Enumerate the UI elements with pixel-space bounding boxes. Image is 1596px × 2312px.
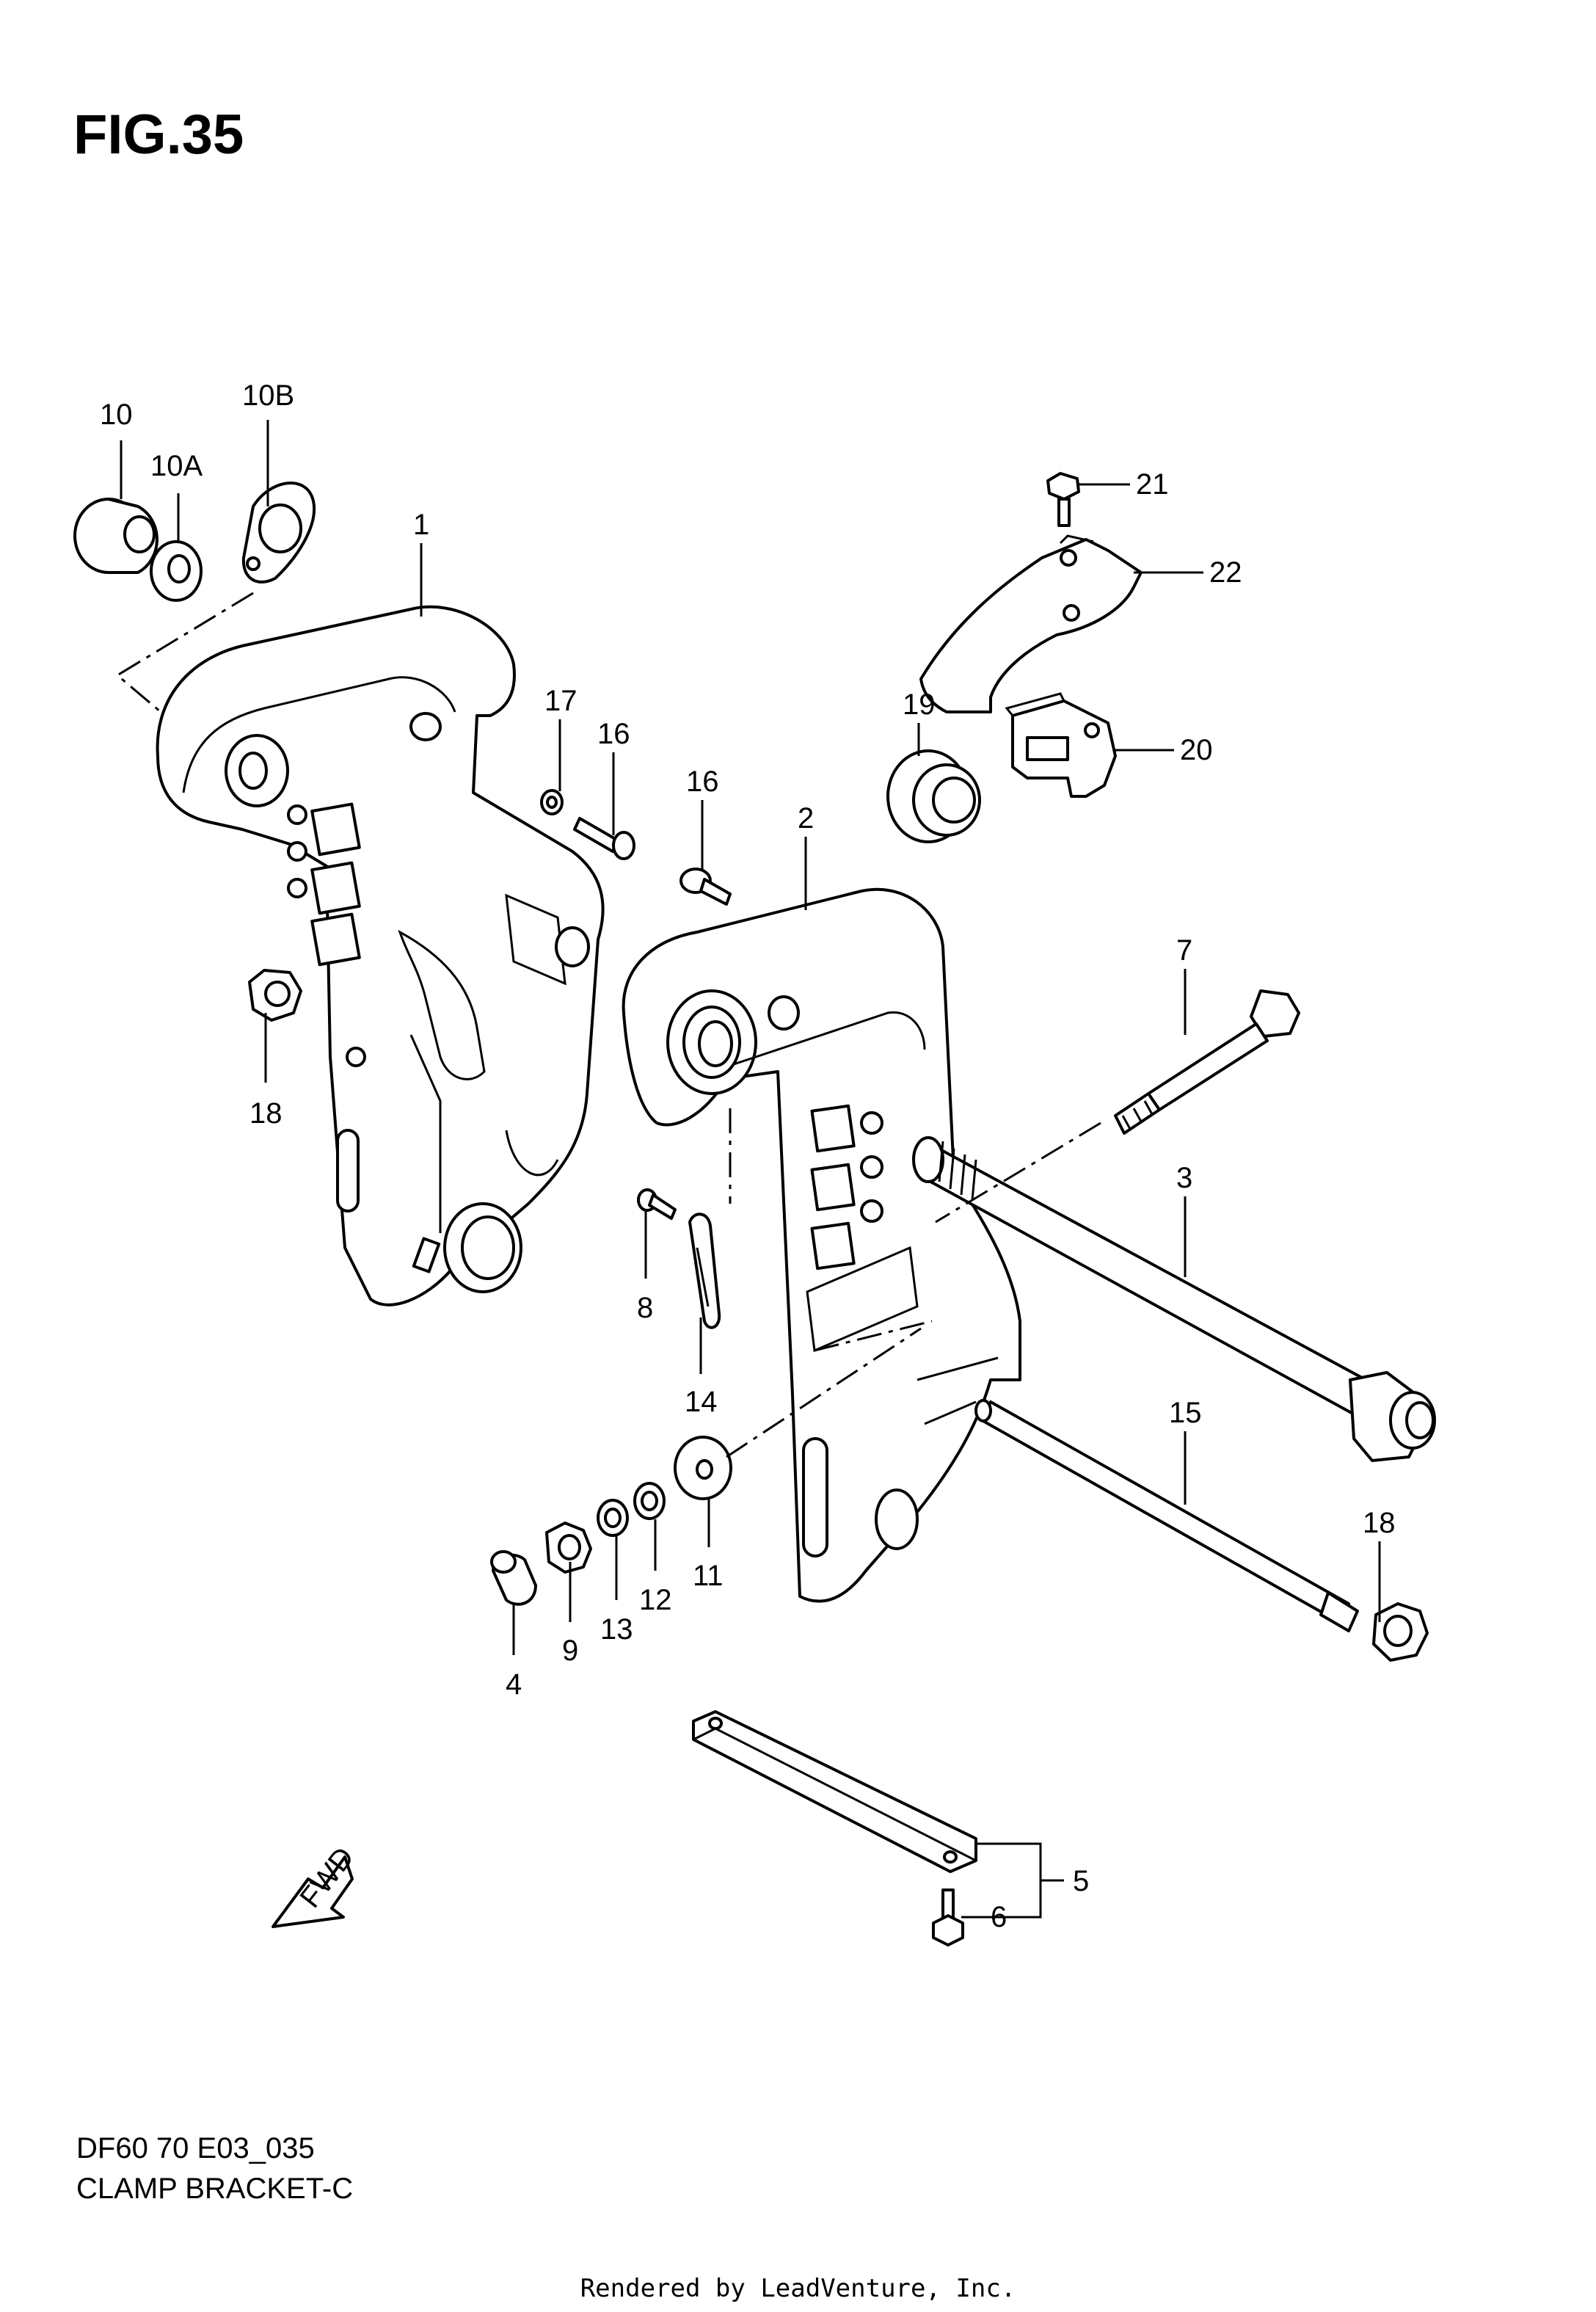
model-code: DF60 70 E03_035 xyxy=(76,2132,315,2164)
leader-lines xyxy=(120,420,1381,1919)
callout-3: 3 xyxy=(1176,1162,1192,1194)
part-18-nut-left xyxy=(248,969,302,1022)
callout-17: 17 xyxy=(544,685,577,717)
callout-21: 21 xyxy=(1136,468,1169,501)
callout-4: 4 xyxy=(506,1668,522,1701)
part-16-bolt-center xyxy=(679,868,732,906)
callout-8: 8 xyxy=(637,1292,653,1324)
part-18-nut-right xyxy=(1372,1602,1429,1662)
callout-18-right: 18 xyxy=(1363,1507,1396,1539)
callout-10a: 10A xyxy=(150,450,203,482)
callout-18-left: 18 xyxy=(249,1097,283,1130)
callout-15: 15 xyxy=(1169,1397,1202,1429)
figure-title: FIG.35 xyxy=(73,103,244,166)
part-14-clip xyxy=(688,1213,721,1329)
part-2-clamp-bracket xyxy=(622,887,1021,1603)
diagram-caption: CLAMP BRACKET-C xyxy=(76,2173,354,2205)
part-15-tilt-pin xyxy=(974,1399,1359,1632)
callout-10: 10 xyxy=(100,399,133,431)
part-10a-washer xyxy=(150,540,203,602)
assembly-line-10 xyxy=(115,592,254,717)
callout-16-upper: 16 xyxy=(597,718,630,750)
callout-12: 12 xyxy=(639,1584,672,1616)
rendered-by-credit: Rendered by LeadVenture, Inc. xyxy=(580,2274,1016,2303)
part-10-bushing xyxy=(73,498,158,574)
callout-9: 9 xyxy=(562,1635,578,1667)
callout-6: 6 xyxy=(991,1901,1007,1933)
part-11-washer xyxy=(674,1436,732,1500)
part-17-washer xyxy=(540,789,564,815)
part-1-clamp-bracket xyxy=(156,605,605,1306)
callout-1: 1 xyxy=(413,509,429,541)
callout-2: 2 xyxy=(798,802,814,835)
part-19-grommet xyxy=(886,749,981,843)
part-10b-plate xyxy=(241,481,316,584)
assembly-line-11 xyxy=(726,1327,922,1458)
part-7-bolt xyxy=(1114,989,1300,1135)
part-13-washer xyxy=(597,1499,629,1537)
part-16-bolt-upper xyxy=(573,817,635,860)
callout-labels: 10 10A 10B 1 17 16 16 2 19 21 22 20 7 3 … xyxy=(100,379,1396,1933)
callout-5: 5 xyxy=(1073,1865,1089,1897)
part-8-screw xyxy=(637,1188,677,1220)
part-9-nut xyxy=(545,1522,592,1574)
part-20-bracket xyxy=(1005,692,1117,798)
callout-7: 7 xyxy=(1176,934,1192,967)
part-6-bolt xyxy=(932,1889,964,1946)
callout-11: 11 xyxy=(693,1560,724,1592)
part-22-cover xyxy=(919,534,1143,713)
callout-10b: 10B xyxy=(242,379,294,412)
assembly-line-2 xyxy=(814,1320,933,1352)
callout-22: 22 xyxy=(1209,556,1242,589)
part-21-bolt xyxy=(1046,472,1080,527)
part-12-washer xyxy=(633,1482,666,1520)
callout-19: 19 xyxy=(903,688,936,721)
part-4-cap xyxy=(490,1550,537,1606)
callout-14: 14 xyxy=(685,1386,718,1418)
part-3-tilt-shaft xyxy=(912,1136,1436,1462)
fwd-arrow-icon: FWD xyxy=(272,1842,360,1928)
callout-13: 13 xyxy=(600,1613,633,1646)
part-5-plate xyxy=(692,1710,977,1873)
callout-16-center: 16 xyxy=(686,766,719,798)
callout-20: 20 xyxy=(1180,734,1213,766)
assembly-line-7 xyxy=(935,1122,1101,1224)
